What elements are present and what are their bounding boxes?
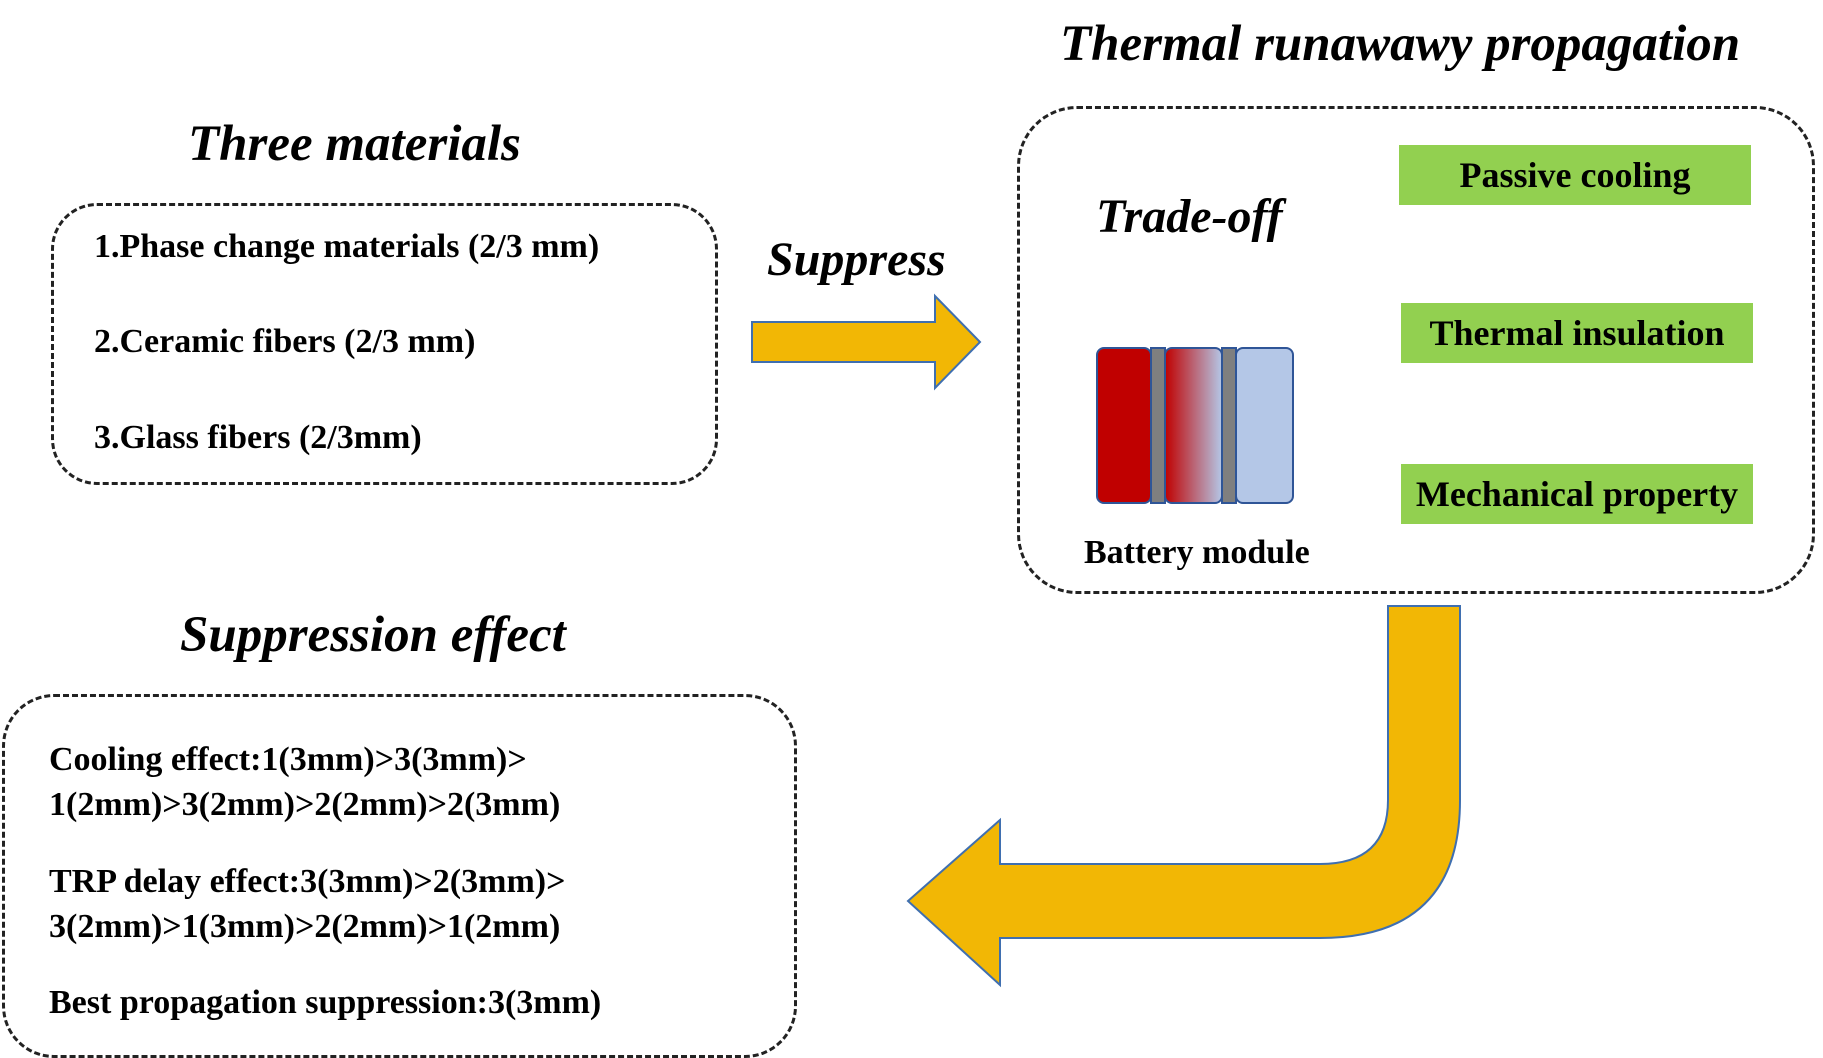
trp-delay-line-2: 3(2mm)>1(3mm)>2(2mm)>1(2mm): [49, 908, 561, 945]
feedback-arrow: [906, 605, 1461, 988]
battery-module-icon: [1096, 347, 1294, 504]
effect-box: Cooling effect:1(3mm)>3(3mm)> 1(2mm)>3(2…: [2, 694, 797, 1058]
materials-box: 1.Phase change materials (2/3 mm) 2.Cera…: [51, 203, 718, 485]
best-suppression-line: Best propagation suppression:3(3mm): [49, 984, 602, 1021]
battery-module-label: Battery module: [1084, 534, 1310, 571]
suppress-arrow: [751, 293, 982, 391]
factor-thermal-insulation: Thermal insulation: [1401, 303, 1753, 363]
propagation-box: Trade-off Battery module Passive cooling…: [1017, 106, 1815, 594]
material-item: 2.Ceramic fibers (2/3 mm): [94, 323, 476, 360]
factor-passive-cooling: Passive cooling: [1399, 145, 1751, 205]
factor-mechanical-property: Mechanical property: [1401, 464, 1753, 524]
materials-title: Three materials: [188, 116, 521, 172]
material-item: 1.Phase change materials (2/3 mm): [94, 228, 600, 265]
material-item: 3.Glass fibers (2/3mm): [94, 419, 422, 456]
battery-cell-cool: [1235, 347, 1294, 504]
effect-title: Suppression effect: [180, 607, 566, 663]
trp-delay-line-1: TRP delay effect:3(3mm)>2(3mm)>: [49, 863, 566, 900]
cooling-effect-line-1: Cooling effect:1(3mm)>3(3mm)>: [49, 741, 527, 778]
propagation-title: Thermal runawawy propagation: [1060, 16, 1741, 72]
cooling-effect-line-2: 1(2mm)>3(2mm)>2(2mm)>2(3mm): [49, 786, 561, 823]
tradeoff-label: Trade-off: [1096, 190, 1283, 243]
suppress-label: Suppress: [767, 233, 946, 286]
